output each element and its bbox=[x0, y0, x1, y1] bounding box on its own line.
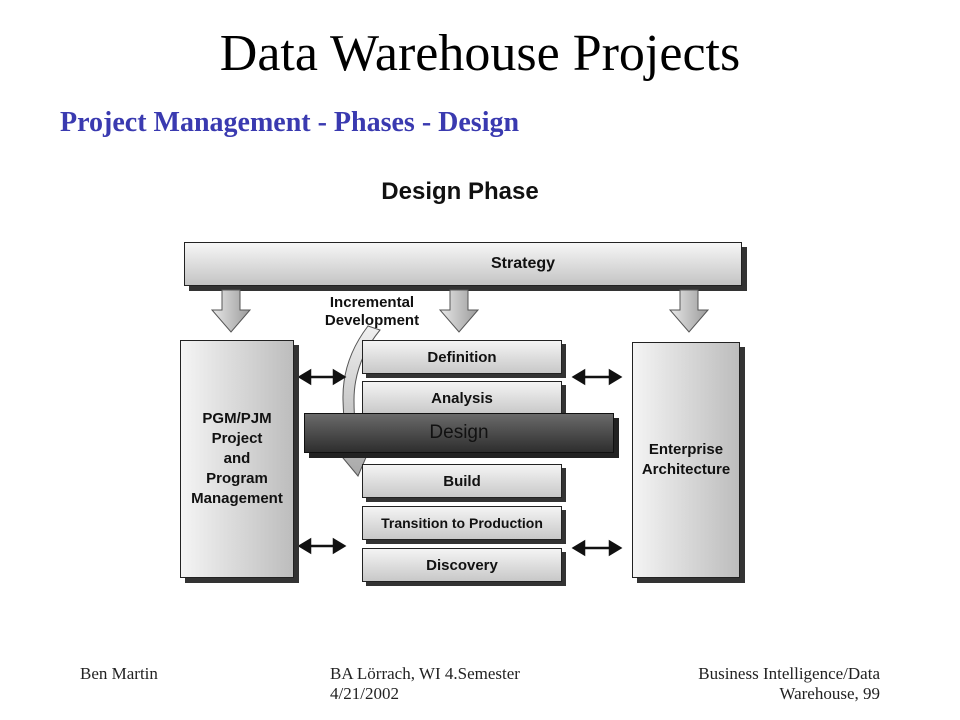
footer-topic-line-2: Warehouse, 99 bbox=[779, 684, 880, 703]
left-box-line-2: Project bbox=[211, 430, 263, 447]
phase-design-highlight: Design bbox=[304, 413, 614, 453]
footer-course: BA Lörrach, WI 4.Semester 4/21/2002 bbox=[330, 664, 520, 704]
incremental-label: Incremental Development bbox=[312, 292, 432, 332]
phase-definition: Definition bbox=[362, 340, 562, 374]
arrow-down-middle bbox=[438, 289, 480, 333]
incremental-line-1: Incremental bbox=[329, 294, 415, 311]
incremental-line-2: Development bbox=[324, 312, 420, 329]
arrow-down-right bbox=[668, 289, 710, 333]
double-arrow-right-top bbox=[571, 368, 623, 386]
strategy-label: Strategy bbox=[490, 255, 556, 272]
right-box-line-1: Enterprise bbox=[648, 441, 724, 458]
arrow-down-left bbox=[210, 289, 252, 333]
double-arrow-left-top bbox=[297, 368, 347, 386]
strategy-bar: Strategy bbox=[184, 242, 742, 286]
phase-discovery: Discovery bbox=[362, 548, 562, 582]
footer-author: Ben Martin bbox=[80, 664, 158, 683]
program-management-box: PGM/PJM Project and Program Management bbox=[180, 340, 294, 578]
left-box-line-5: Management bbox=[191, 490, 283, 507]
footer-topic: Business Intelligence/Data Warehouse, 99 bbox=[640, 664, 880, 704]
slide-title: Data Warehouse Projects bbox=[219, 25, 741, 82]
footer-topic-line-1: Business Intelligence/Data bbox=[698, 664, 880, 683]
double-arrow-left-bottom bbox=[297, 537, 347, 555]
phase-analysis: Analysis bbox=[362, 381, 562, 415]
right-box-line-2: Architecture bbox=[641, 461, 731, 478]
diagram-title: Design Phase bbox=[381, 178, 539, 205]
enterprise-architecture-box: Enterprise Architecture bbox=[632, 342, 740, 578]
footer-date: 4/21/2002 bbox=[330, 684, 399, 703]
double-arrow-right-bottom bbox=[571, 539, 623, 557]
slide-subtitle: Project Management - Phases - Design bbox=[60, 107, 520, 138]
phase-build: Build bbox=[362, 464, 562, 498]
left-box-line-4: Program bbox=[206, 470, 268, 487]
left-box-line-3: and bbox=[223, 450, 251, 467]
left-box-line-1: PGM/PJM bbox=[202, 410, 272, 427]
phase-transition: Transition to Production bbox=[362, 506, 562, 540]
footer-course-line: BA Lörrach, WI 4.Semester bbox=[330, 664, 520, 683]
